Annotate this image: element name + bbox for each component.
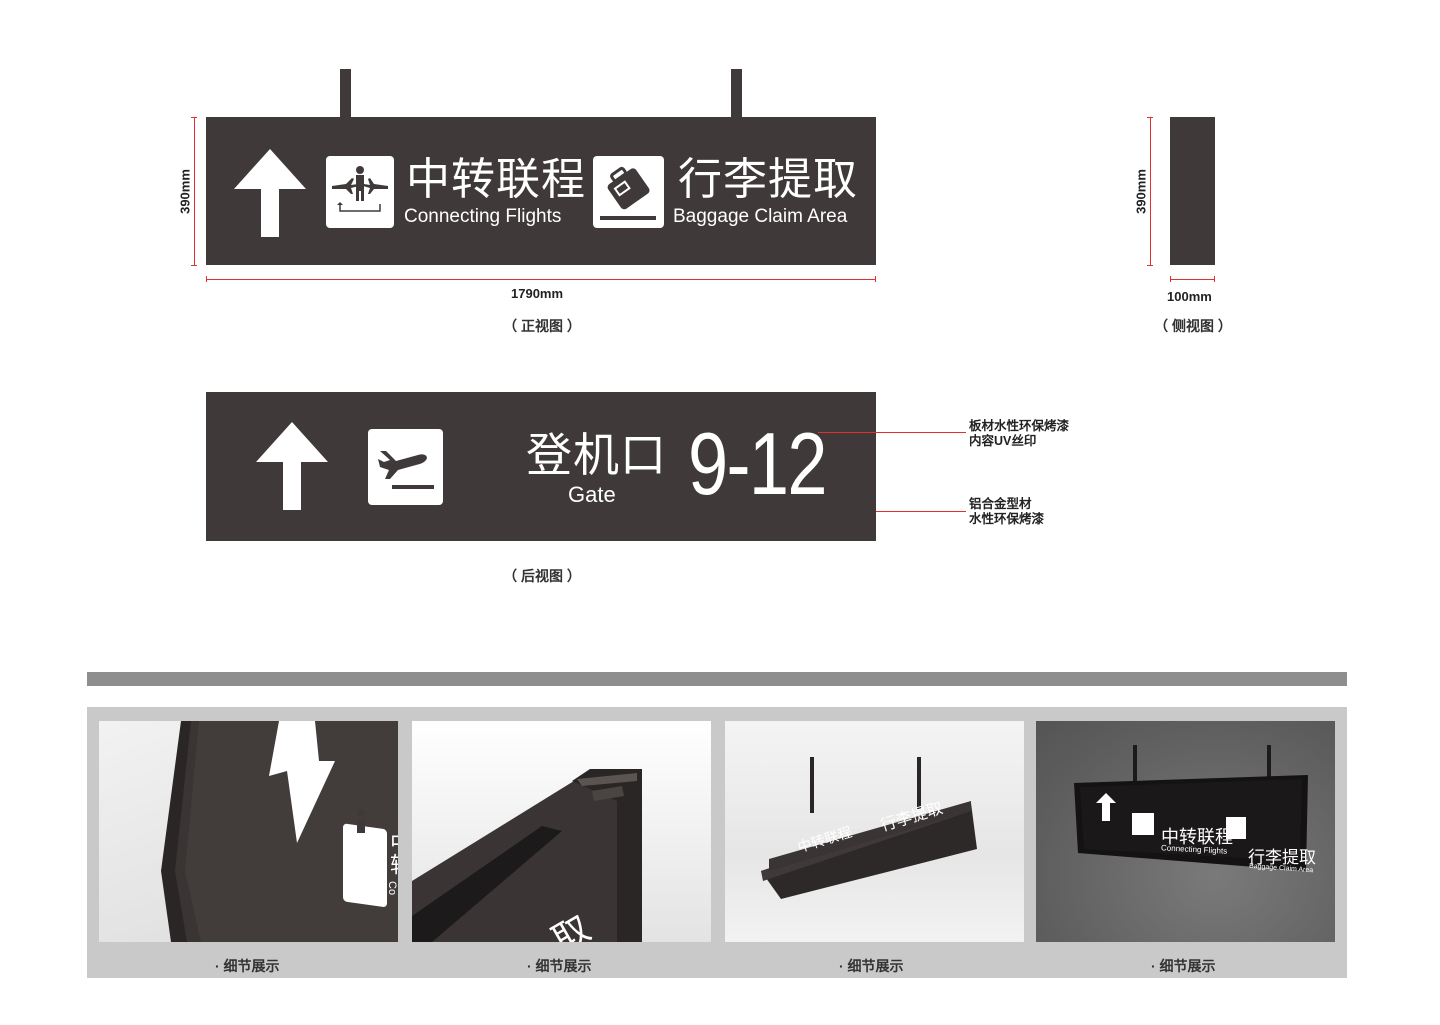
front-height-dim-label: 390mm [177, 169, 193, 214]
front-view-caption: （ 正视图 ） [503, 318, 581, 334]
detail-caption-4: · 细节展示 [1151, 958, 1216, 974]
frame-note-line1: 铝合金型材 [969, 497, 1032, 511]
front-left-en-text: Connecting Flights [404, 206, 562, 227]
detail-4-left-cn: 中转联程 [1161, 827, 1233, 848]
detail-1-en-text: Co [386, 881, 398, 896]
up-arrow-icon [256, 422, 328, 510]
up-arrow-icon [234, 149, 306, 237]
dim-tick [1214, 276, 1215, 282]
hanging-rod-left [340, 69, 351, 117]
panel-note-line2: 内容UV丝印 [969, 434, 1037, 448]
detail-caption-3: · 细节展示 [839, 958, 904, 974]
side-height-dim-label: 390mm [1133, 169, 1149, 214]
dim-tick [1147, 117, 1153, 118]
frame-note-leader [876, 511, 966, 512]
back-view-caption: （ 后视图 ） [503, 568, 581, 584]
section-divider-bar [87, 672, 1347, 686]
panel-note-leader [818, 432, 966, 433]
side-view-caption: （ 侧视图 ） [1154, 318, 1232, 334]
gate-en-text: Gate [568, 482, 616, 507]
detail-caption-1: · 细节展示 [215, 958, 280, 974]
front-right-cn-text: 行李提取 [678, 154, 858, 205]
detail-photo-3: 中转联程 行李提取 [725, 721, 1024, 942]
panel-note-line1: 板材水性环保烤漆 [969, 419, 1070, 433]
back-sign-panel: 登机口 Gate 9-12 [206, 392, 876, 541]
side-height-dim-wrap: 390mm [1116, 169, 1166, 214]
front-width-dim-label: 1790mm [511, 286, 564, 301]
dim-tick [1170, 276, 1171, 282]
dim-tick [191, 265, 197, 266]
side-height-dim-line [1150, 117, 1151, 265]
side-view-panel [1170, 117, 1215, 265]
front-right-en-text: Baggage Claim Area [673, 206, 848, 227]
gate-number-text: 9-12 [688, 414, 828, 513]
connecting-flights-icon [326, 156, 394, 228]
baggage-claim-icon [593, 156, 664, 228]
dim-tick [875, 276, 876, 282]
detail-photo-4: 中转联程 Connecting Flights 行李提取 Baggage Cla… [1036, 721, 1335, 942]
frame-note-line2: 水性环保烤漆 [969, 512, 1045, 526]
front-width-dim-line [206, 279, 876, 280]
dim-tick [206, 276, 207, 282]
gate-cn-text: 登机口 [526, 428, 667, 482]
hanging-rod-right [731, 69, 742, 117]
side-depth-dim-label: 100mm [1167, 289, 1212, 304]
detail-caption-2: · 细节展示 [527, 958, 592, 974]
detail-photo-2: 取 [412, 721, 711, 942]
detail-1-cn-text: 中转 [386, 831, 398, 875]
front-left-cn-text: 中转联程 [406, 154, 586, 205]
front-height-dim-wrap: 390mm [160, 169, 210, 214]
front-sign-panel: 中转联程 Connecting Flights 行李提取 Baggage Cla… [206, 117, 876, 265]
dim-tick [1147, 265, 1153, 266]
departure-icon [368, 429, 443, 505]
side-depth-dim-line [1170, 279, 1215, 280]
dim-tick [191, 117, 197, 118]
front-height-dim-line [194, 117, 195, 265]
detail-photo-1: 中转 Co [99, 721, 398, 942]
detail-4-right-cn: 行李提取 [1248, 848, 1316, 868]
